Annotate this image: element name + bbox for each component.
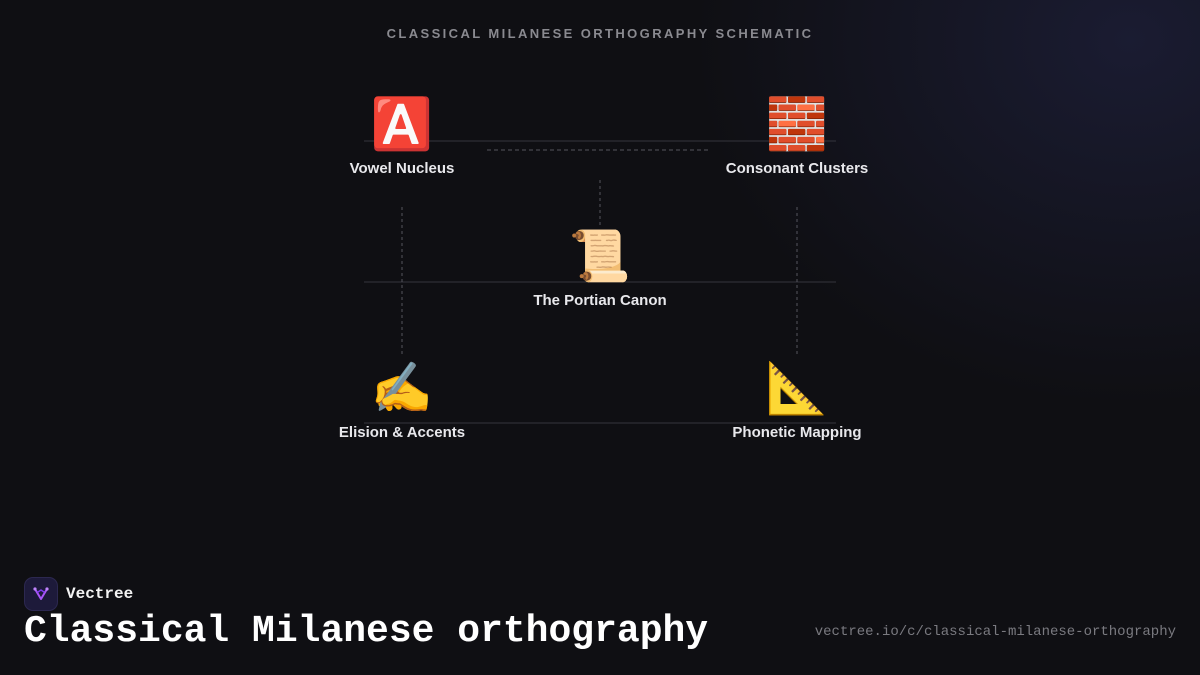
brand-name: Vectree xyxy=(66,585,134,603)
node-vowel-nucleus: 🅰️ Vowel Nucleus xyxy=(282,96,522,177)
page-url-link[interactable]: vectree.io/c/classical-milanese-orthogra… xyxy=(814,624,1176,640)
node-label: Vowel Nucleus xyxy=(349,160,455,177)
node-label: Consonant Clusters xyxy=(725,160,869,177)
page-title: Classical Milanese orthography xyxy=(24,610,709,653)
brick-icon: 🧱 xyxy=(765,95,829,153)
diagram-title: CLASSICAL MILANESE ORTHOGRAPHY SCHEMATIC xyxy=(386,26,814,41)
triangular-ruler-icon: 📐 xyxy=(765,359,829,417)
letter-a-button-icon: 🅰️ xyxy=(370,95,434,153)
node-elision-accents: ✍️ Elision & Accents xyxy=(282,360,522,441)
scroll-icon: 📜 xyxy=(568,227,632,285)
node-label: Phonetic Mapping xyxy=(732,424,862,441)
writing-hand-icon: ✍️ xyxy=(370,359,434,417)
node-portian-canon: 📜 The Portian Canon xyxy=(480,228,720,309)
node-label: The Portian Canon xyxy=(533,292,667,309)
brand[interactable]: Vectree xyxy=(24,577,133,611)
node-consonant-clusters: 🧱 Consonant Clusters xyxy=(677,96,917,177)
vectree-logo-icon xyxy=(24,577,58,611)
node-label: Elision & Accents xyxy=(338,424,466,441)
node-phonetic-mapping: 📐 Phonetic Mapping xyxy=(677,360,917,441)
